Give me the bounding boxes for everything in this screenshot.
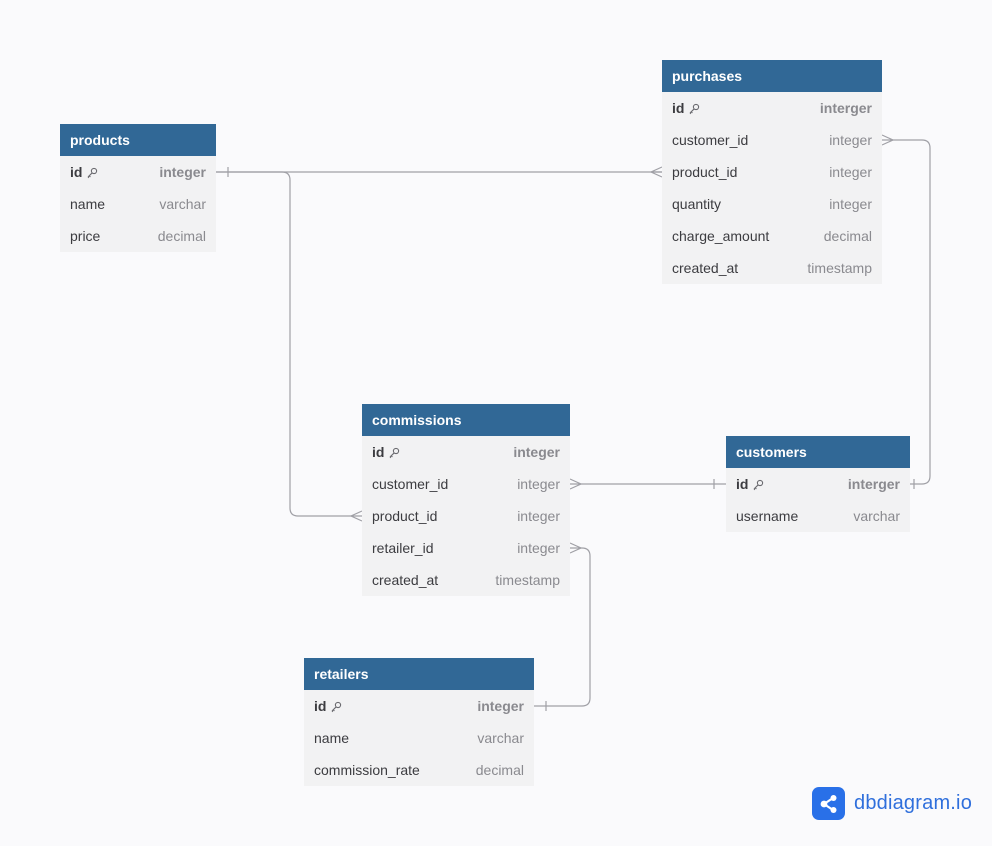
column-type: integer (517, 476, 560, 492)
relation-customers-commissions[interactable] (569, 478, 726, 490)
table-header[interactable]: commissions (362, 404, 570, 436)
column-name-wrap: customer_id (672, 132, 748, 148)
column-name: quantity (672, 196, 722, 212)
column-name-wrap: quantity (672, 196, 721, 212)
relation-products-purchases[interactable] (216, 166, 663, 178)
column-name: customer_id (672, 132, 749, 148)
column-name-wrap: created_at (672, 260, 738, 276)
table-header[interactable]: retailers (304, 658, 534, 690)
column-name: created_at (672, 260, 739, 276)
column-name: created_at (372, 572, 439, 588)
table-retailers[interactable]: retailers id integer name varchar commission_… (304, 658, 534, 786)
column-name-wrap: created_at (372, 572, 438, 588)
column-row[interactable]: created_at timestamp (362, 564, 570, 596)
column-type: varchar (477, 730, 524, 746)
column-row[interactable]: commission_rate decimal (304, 754, 534, 786)
column-name: product_id (372, 508, 438, 524)
column-type: varchar (853, 508, 900, 524)
column-name: id (736, 476, 749, 492)
column-type: decimal (157, 228, 206, 244)
column-type: integer (517, 508, 560, 524)
column-name: charge_amount (672, 228, 770, 244)
column-type: integer (477, 698, 524, 714)
table-header[interactable]: purchases (662, 60, 882, 92)
column-row[interactable]: price decimal (60, 220, 216, 252)
column-name-wrap: charge_amount (672, 228, 769, 244)
primary-key-icon (688, 102, 700, 115)
table-customers[interactable]: customers id interger username varchar (726, 436, 910, 532)
column-row[interactable]: id interger (726, 468, 910, 500)
column-name: name (314, 730, 350, 746)
column-name: price (70, 228, 101, 244)
table-products[interactable]: products id integer name varchar price decimal (60, 124, 216, 252)
column-type: decimal (823, 228, 872, 244)
column-type: integer (159, 164, 206, 180)
column-name-wrap: product_id (672, 164, 737, 180)
column-row[interactable]: id integer (304, 690, 534, 722)
column-name-wrap: id (372, 444, 400, 460)
column-type: decimal (475, 762, 524, 778)
column-name: id (372, 444, 385, 460)
column-row[interactable]: id integer (60, 156, 216, 188)
primary-key-icon (330, 700, 342, 713)
column-name: commission_rate (314, 762, 420, 778)
share-nodes-icon (812, 787, 845, 820)
primary-key-icon (388, 446, 400, 459)
column-name-wrap: retailer_id (372, 540, 433, 556)
column-row[interactable]: created_at timestamp (662, 252, 882, 284)
column-type: integer (829, 164, 872, 180)
column-name: id (314, 698, 327, 714)
column-name: product_id (672, 164, 738, 180)
column-name-wrap: commission_rate (314, 762, 420, 778)
column-row[interactable]: retailer_id integer (362, 532, 570, 564)
table-header[interactable]: products (60, 124, 216, 156)
column-name: id (70, 164, 83, 180)
column-name: username (736, 508, 799, 524)
column-row[interactable]: customer_id integer (662, 124, 882, 156)
column-name: name (70, 196, 106, 212)
primary-key-icon (86, 166, 98, 179)
relation-products-commissions[interactable] (216, 171, 363, 522)
column-row[interactable]: product_id integer (362, 500, 570, 532)
column-type: integer (829, 196, 872, 212)
column-row[interactable]: product_id integer (662, 156, 882, 188)
brand-name: dbdiagram.io (854, 792, 973, 814)
column-type: varchar (159, 196, 206, 212)
column-type: integer (517, 540, 560, 556)
column-row[interactable]: id interger (662, 92, 882, 124)
primary-key-icon (752, 478, 764, 491)
column-row[interactable]: name varchar (304, 722, 534, 754)
column-type: interger (819, 100, 872, 116)
column-row[interactable]: username varchar (726, 500, 910, 532)
column-name: id (672, 100, 685, 116)
column-row[interactable]: customer_id integer (362, 468, 570, 500)
column-row[interactable]: name varchar (60, 188, 216, 220)
column-row[interactable]: id integer (362, 436, 570, 468)
column-name-wrap: id (672, 100, 700, 116)
table-header[interactable]: customers (726, 436, 910, 468)
column-name-wrap: price (70, 228, 100, 244)
column-name: customer_id (372, 476, 449, 492)
column-name-wrap: id (314, 698, 342, 714)
column-name-wrap: id (70, 164, 98, 180)
column-type: integer (829, 132, 872, 148)
column-type: interger (847, 476, 900, 492)
column-row[interactable]: charge_amount decimal (662, 220, 882, 252)
brand-badge[interactable]: dbdiagram.io (812, 787, 972, 820)
column-name-wrap: name (70, 196, 105, 212)
column-name-wrap: product_id (372, 508, 437, 524)
column-name-wrap: name (314, 730, 349, 746)
column-type: integer (513, 444, 560, 460)
column-type: timestamp (807, 260, 872, 276)
column-type: timestamp (495, 572, 560, 588)
column-name-wrap: username (736, 508, 798, 524)
column-row[interactable]: quantity integer (662, 188, 882, 220)
column-name-wrap: id (736, 476, 764, 492)
column-name-wrap: customer_id (372, 476, 448, 492)
column-name: retailer_id (372, 540, 434, 556)
